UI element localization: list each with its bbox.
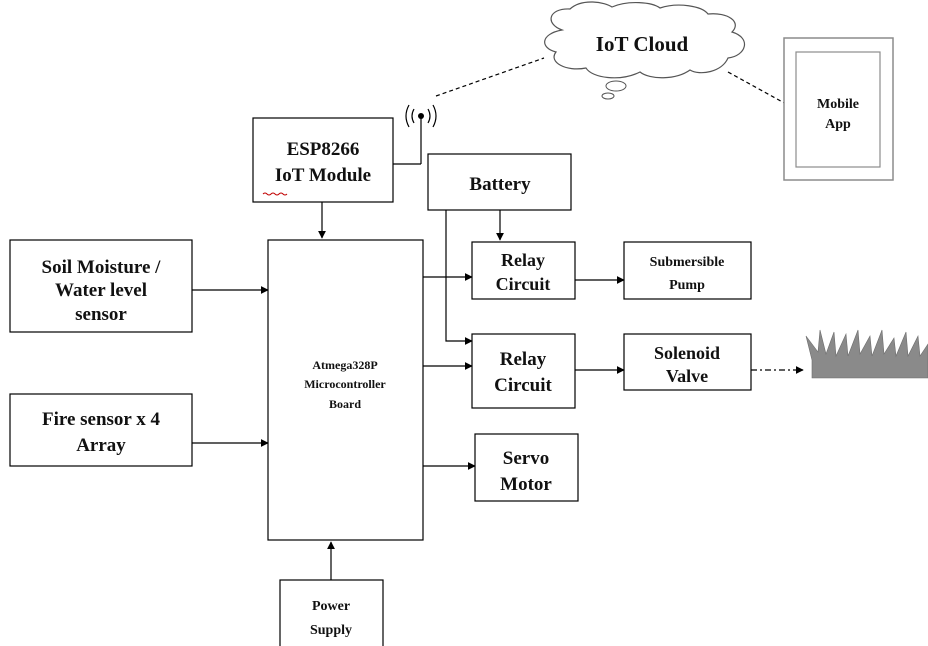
relay2-label-1: Relay (500, 349, 547, 370)
mcu-label-1: Atmega328P (312, 358, 377, 372)
relay1-label-2: Circuit (496, 274, 551, 294)
grass-icon (805, 329, 928, 379)
battery-to-relay2-arrow (445, 210, 473, 345)
relay-circuit-1: Relay Circuit (471, 241, 576, 300)
soil-sensor-block: Soil Moisture / Water level sensor (9, 239, 193, 333)
mcu-label-3: Board (329, 397, 361, 411)
pump-label-1: Submersible (650, 255, 725, 270)
power-supply-label-2: Supply (310, 623, 352, 638)
fire-sensor-label-2: Array (76, 435, 126, 456)
soil-sensor-label-2: Water level (55, 280, 147, 301)
relay-circuit-2: Relay Circuit (471, 333, 576, 409)
esp8266-label-1: ESP8266 (287, 139, 360, 160)
servo-label-1: Servo (503, 448, 549, 469)
mobile-app-label-1: Mobile (817, 97, 859, 112)
antenna-icon (405, 104, 437, 164)
valve-label-2: Valve (666, 366, 708, 386)
relay1-label-1: Relay (501, 250, 545, 270)
battery-block: Battery (427, 153, 572, 211)
pump-block: Submersible Pump (623, 241, 752, 300)
fire-sensor-label-1: Fire sensor x 4 (42, 409, 161, 430)
battery-label: Battery (469, 174, 531, 195)
cloud-icon (544, 1, 745, 79)
pump-label-2: Pump (669, 278, 705, 293)
valve-block: Solenoid Valve (623, 333, 752, 391)
servo-label-2: Motor (500, 474, 552, 495)
iot-cloud-label: IoT Cloud (596, 32, 689, 56)
servo-block: Servo Motor (474, 433, 579, 502)
soil-sensor-label-1: Soil Moisture / (42, 257, 162, 278)
soil-sensor-label-3: sensor (75, 304, 127, 325)
mobile-app: Mobile App (783, 37, 894, 181)
microcontroller-block: Atmega328P Microcontroller Board (267, 239, 424, 541)
valve-label-1: Solenoid (654, 343, 720, 363)
mcu-label-2: Microcontroller (304, 377, 386, 391)
cloud-link-dashed (435, 57, 545, 97)
iot-cloud: IoT Cloud (544, 1, 745, 100)
esp8266-label-2: IoT Module (275, 165, 371, 186)
esp8266-block: ESP8266 IoT Module (252, 117, 394, 203)
relay2-label-2: Circuit (494, 375, 552, 396)
app-link-dashed (727, 71, 809, 117)
mobile-app-label-2: App (825, 117, 851, 132)
spellcheck-underline (262, 192, 288, 196)
power-supply-block: Power Supply (279, 579, 384, 646)
fire-sensor-block: Fire sensor x 4 Array (9, 393, 193, 467)
power-supply-label-1: Power (312, 599, 350, 614)
